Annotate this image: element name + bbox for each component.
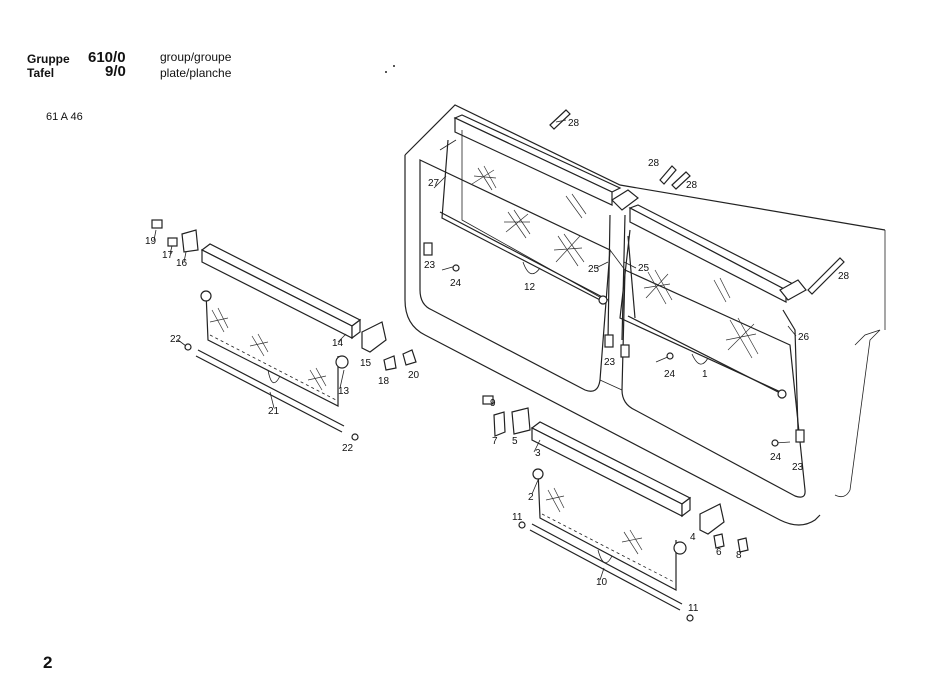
group-label: Gruppe	[27, 52, 70, 66]
callout-7: 7	[492, 436, 498, 447]
group-text: group/groupe	[160, 50, 232, 64]
callout-17: 17	[162, 250, 174, 261]
callout-5: 5	[512, 436, 518, 447]
callout-26: 26	[798, 332, 810, 343]
callout-23c: 23	[792, 462, 804, 473]
callout-20: 20	[408, 370, 420, 381]
callout-6: 6	[716, 547, 722, 558]
callout-24c: 24	[770, 452, 782, 463]
callout-25a: 25	[588, 264, 600, 275]
callout-25b: 25	[638, 263, 650, 274]
callout-27: 27	[428, 178, 440, 189]
callout-9: 9	[490, 398, 496, 409]
callout-1: 1	[702, 369, 708, 380]
callout-23b: 23	[604, 357, 616, 368]
plate-label: Tafel	[27, 66, 55, 80]
callout-12: 12	[524, 282, 536, 293]
callout-2: 2	[528, 492, 534, 503]
callout-22a: 22	[170, 334, 182, 345]
callout-16: 16	[176, 258, 188, 269]
callout-11b: 11	[688, 603, 699, 614]
callout-23a: 23	[424, 260, 436, 271]
page-number: 2	[43, 653, 53, 672]
callout-15: 15	[360, 358, 372, 369]
left-mounted-blind	[439, 114, 622, 305]
vehicle-body-outline	[404, 104, 886, 526]
callout-13: 13	[338, 386, 350, 397]
callout-28d: 28	[838, 271, 850, 282]
callout-10: 10	[596, 577, 608, 588]
exploded-left-assembly	[151, 219, 417, 441]
callout-14: 14	[332, 338, 344, 349]
callout-28c: 28	[686, 180, 698, 191]
exploded-right-assembly	[482, 395, 749, 622]
callout-4: 4	[690, 532, 696, 543]
drawing-code: 61 A 46	[46, 111, 83, 123]
callout-24b: 24	[664, 369, 676, 380]
callout-24a: 24	[450, 278, 462, 289]
callout-22b: 22	[342, 443, 354, 454]
group-number: 610/0	[88, 49, 126, 66]
callout-28a: 28	[568, 118, 580, 129]
callout-3: 3	[535, 448, 541, 459]
callout-21: 21	[268, 406, 280, 417]
callout-11a: 11	[512, 512, 523, 523]
callout-18: 18	[378, 376, 390, 387]
plate-number: 9/0	[105, 63, 126, 80]
callouts: 28 28 28 28 27 23 24 12 25 25 26 23 24 1…	[145, 118, 850, 614]
plate-text: plate/planche	[160, 66, 232, 80]
callout-8: 8	[736, 550, 742, 561]
callout-28b: 28	[648, 158, 660, 169]
callout-19: 19	[145, 236, 157, 247]
